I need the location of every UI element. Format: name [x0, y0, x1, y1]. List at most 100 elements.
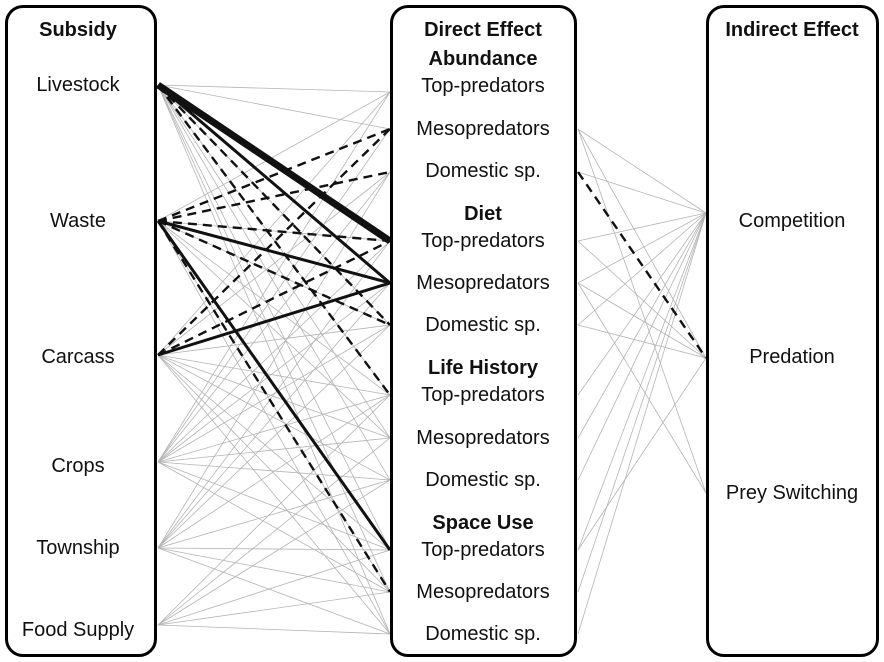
thin-link — [157, 547, 391, 551]
subsidy-crops: Crops — [51, 455, 105, 477]
subsidy-township: Township — [36, 537, 120, 559]
thin-link — [157, 624, 391, 635]
life-history-mesopredators: Mesopredators — [416, 427, 550, 449]
thin-link — [157, 354, 391, 396]
subsidy-heading: Subsidy — [39, 19, 117, 41]
thin-link — [577, 282, 707, 494]
thin-link — [157, 84, 391, 439]
thin-link — [577, 357, 707, 551]
life-history-top-predators: Top-predators — [421, 384, 545, 406]
solid-link — [157, 219, 391, 285]
thin-link — [577, 282, 707, 359]
thin-link — [157, 461, 391, 551]
thin-link — [157, 354, 391, 481]
dashed-link — [157, 170, 391, 223]
thin-link — [577, 212, 707, 481]
subsidy-livestock: Livestock — [36, 74, 120, 96]
thin-link — [157, 91, 391, 356]
abundance-domestic-sp: Domestic sp. — [425, 160, 541, 182]
solid-link — [157, 281, 391, 357]
diet-heading: Diet — [464, 203, 502, 225]
thin-link — [157, 282, 391, 549]
subsidy-waste: Waste — [50, 210, 106, 232]
thin-link — [157, 479, 391, 626]
thin-link — [157, 461, 391, 481]
dashed-link — [156, 220, 392, 593]
space-use-top-predators: Top-predators — [421, 539, 545, 561]
direct-effect-column-box — [390, 5, 577, 657]
thin-link — [577, 212, 707, 242]
subsidy-food-supply: Food Supply — [21, 619, 135, 641]
thin-link — [157, 354, 391, 593]
thin-link — [577, 240, 707, 359]
solid-link — [156, 82, 392, 244]
life-history-heading: Life History — [427, 357, 539, 379]
space-use-heading: Space Use — [432, 512, 534, 534]
indirect-effect-column-box — [706, 5, 879, 657]
abundance-heading: Abundance — [428, 48, 538, 70]
solid-link — [157, 83, 391, 285]
thin-link — [157, 354, 391, 635]
thin-link — [577, 171, 707, 214]
thin-link — [157, 84, 391, 593]
thin-link — [577, 212, 707, 326]
dashed-link — [157, 219, 391, 243]
thin-link — [157, 171, 391, 356]
thin-link — [157, 547, 391, 635]
direct-effect-heading: Direct Effect — [424, 19, 542, 41]
thin-link — [157, 282, 391, 463]
solid-link — [156, 220, 392, 551]
thin-link — [577, 128, 707, 359]
dashed-link — [577, 171, 707, 359]
thin-link — [157, 479, 391, 549]
thin-link — [157, 394, 391, 549]
thin-link — [157, 324, 391, 463]
thin-link — [157, 84, 391, 93]
thin-link — [157, 240, 391, 549]
life-history-domestic-sp: Domestic sp. — [425, 469, 541, 491]
indirect-prey-switching: Prey Switching — [725, 482, 859, 504]
subsidy-carcass: Carcass — [41, 346, 115, 368]
thin-link — [577, 212, 707, 635]
thin-link — [577, 128, 707, 214]
subsidy-column-box — [5, 5, 157, 657]
dashed-link — [157, 84, 391, 326]
thin-link — [157, 394, 391, 626]
dashed-link — [157, 127, 391, 223]
thin-link — [157, 171, 391, 463]
diet-domestic-sp: Domestic sp. — [425, 314, 541, 336]
thin-link — [157, 91, 391, 222]
thin-link — [157, 549, 391, 626]
thin-link — [157, 591, 391, 626]
dashed-link — [157, 84, 391, 396]
indirect-competition: Competition — [738, 210, 846, 232]
thin-link — [577, 212, 707, 396]
thin-link — [157, 220, 391, 396]
thin-link — [157, 91, 391, 463]
thin-link — [157, 354, 391, 551]
thin-link — [577, 212, 707, 439]
indirect-predation: Predation — [749, 346, 835, 368]
diet-top-predators: Top-predators — [421, 230, 545, 252]
abundance-mesopredators: Mesopredators — [416, 118, 550, 140]
space-use-domestic-sp: Domestic sp. — [425, 623, 541, 645]
thin-link — [577, 212, 707, 284]
thin-link — [577, 324, 707, 359]
space-use-mesopredators: Mesopredators — [416, 581, 550, 603]
thin-link — [157, 171, 391, 549]
thin-link — [157, 437, 391, 626]
thin-link — [157, 220, 391, 439]
indirect-effect-heading: Indirect Effect — [725, 19, 859, 41]
thin-link — [157, 354, 391, 439]
thin-link — [157, 547, 391, 593]
diet-mesopredators: Mesopredators — [416, 272, 550, 294]
dashed-link — [157, 219, 391, 327]
thin-link — [157, 437, 391, 463]
thin-link — [157, 84, 391, 130]
thin-link — [157, 324, 391, 549]
thin-link — [577, 128, 707, 494]
dashed-link — [157, 239, 391, 357]
thin-link — [577, 212, 707, 593]
